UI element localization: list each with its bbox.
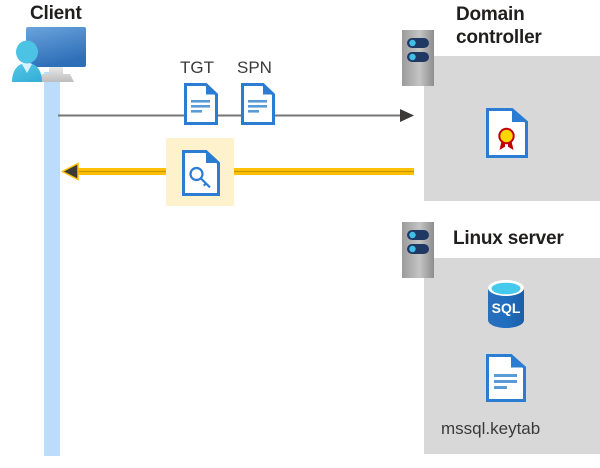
domain-controller-title-line1: Domain: [456, 4, 525, 25]
document-icon: [241, 83, 275, 125]
key-document-icon: [182, 150, 220, 196]
domain-controller-title: Domain controller: [456, 3, 586, 49]
workstation-user-icon: [8, 22, 104, 86]
request-arrow: [58, 109, 414, 122]
linux-server-title: Linux server: [453, 228, 564, 249]
document-icon: [184, 83, 218, 125]
spn-label: SPN: [237, 58, 272, 77]
domain-controller-title-line2: controller: [456, 27, 542, 48]
client-title: Client: [30, 3, 82, 24]
document-icon: [486, 354, 526, 402]
certificate-document-icon: [486, 108, 528, 158]
response-arrow: [60, 162, 414, 181]
server-rack-icon: [402, 30, 434, 86]
client-lifeline: [44, 72, 60, 456]
sql-database-icon: SQL: [484, 279, 528, 329]
sql-icon-label: SQL: [492, 300, 521, 316]
keytab-filename-label: mssql.keytab: [441, 419, 541, 438]
server-rack-icon: [402, 222, 434, 278]
tgt-label: TGT: [180, 58, 214, 77]
